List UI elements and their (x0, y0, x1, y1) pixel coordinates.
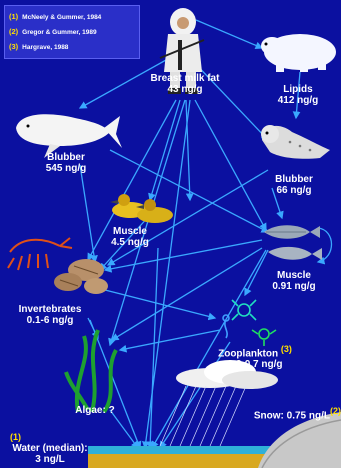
breast-milk-label: Breast milk fat 43 ng/g (140, 73, 230, 95)
zooplankton-label: Zooplankton (3) 0.2-0.7 ng/g (200, 344, 310, 370)
arrow-invert-to-zoo (105, 290, 215, 318)
shrimp-icon (8, 238, 72, 270)
blubber-seal-label: Blubber 66 ng/g (264, 174, 324, 196)
arrow-whale-to-invert (80, 165, 95, 262)
snow-ref: (2) (330, 406, 341, 416)
zooplankton-icon (223, 300, 276, 346)
muscle-duck-label: Muscle 4.5 ng/g (100, 226, 160, 248)
arrow-person-to-duck (150, 100, 180, 200)
zooplankton-ref: (3) (281, 344, 292, 354)
algae-icon (66, 330, 116, 412)
water-label: (1) Water (median): 3 ng/L (10, 432, 90, 465)
arrow-duck-to-water (150, 248, 158, 448)
arrow-invert-to-water (90, 320, 140, 448)
arrow-person-to-fish (195, 100, 266, 230)
reference-legend: (1)McNeely & Gummer, 1984 (2)Gregor & Gu… (4, 5, 140, 59)
fish-icon (264, 225, 322, 260)
muscle-fish-label: Muscle 0.91 ng/g (264, 270, 324, 292)
legend-item-1: (1)McNeely & Gummer, 1984 (9, 12, 101, 21)
snow-label: Snow: 0.75 ng/L(2) (240, 406, 341, 421)
ducks-icon (110, 194, 173, 223)
arrow-person-to-bear (196, 20, 262, 48)
invertebrates-label: Invertebrates 0.1-6 ng/g (10, 304, 90, 326)
legend-item-2: (2)Gregor & Gummer, 1989 (9, 27, 97, 36)
polar-bear-icon (261, 34, 336, 72)
algae-label: Algae: ? (60, 405, 130, 416)
clams-icon (54, 259, 108, 294)
water-ref: (1) (10, 432, 90, 443)
seal-icon (261, 125, 330, 159)
lipids-label: Lipids 412 ng/g (270, 84, 326, 106)
legend-item-3: (3)Hargrave, 1988 (9, 42, 68, 51)
arrow-fish-to-algae (112, 248, 262, 340)
blubber-whale-label: Blubber 545 ng/g (36, 152, 96, 174)
